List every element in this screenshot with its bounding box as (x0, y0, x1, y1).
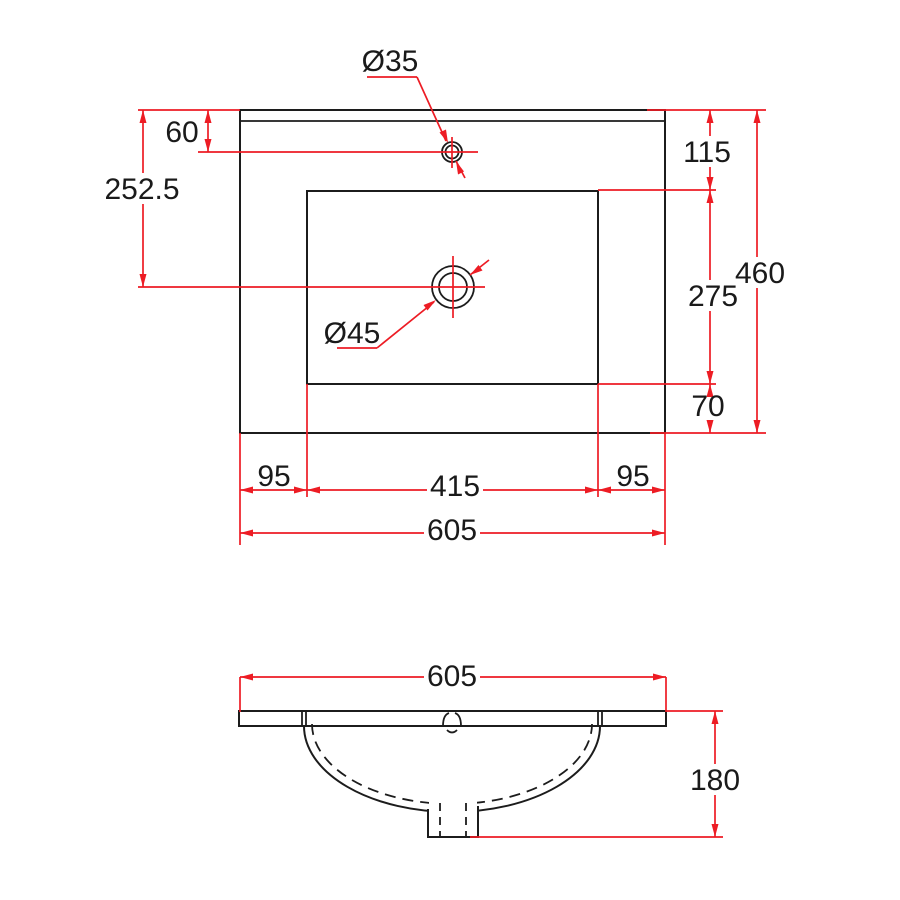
label-basin-right-offset: 95 (616, 460, 649, 493)
label-basin-width: 415 (430, 470, 480, 503)
elev-faucet-arc-left (442, 712, 450, 727)
label-overall-height-elev: 180 (690, 764, 740, 797)
plan-countertop-outline (239, 109, 666, 434)
dimension-arrowheads (139, 110, 761, 837)
label-drain-from-rear: 252.5 (104, 173, 179, 206)
elev-faucet-arc-right (454, 712, 462, 727)
elev-drain-mask (429, 794, 477, 836)
elevation-dimension-lines (239, 676, 723, 838)
label-faucet-diameter: Ø35 (362, 45, 419, 78)
label-faucet-from-rear: 60 (165, 116, 198, 149)
leader-d45-diagonal (376, 301, 435, 349)
elev-bowl-inner-profile-hidden (311, 723, 593, 805)
label-rear-to-basin: 115 (683, 136, 731, 169)
label-drain-diameter: Ø45 (324, 317, 381, 350)
label-overall-width-plan: 605 (427, 514, 477, 547)
elevation-geometry (238, 710, 667, 838)
elev-faucet-arc-under (446, 729, 458, 734)
dimension-labels: Ø35 60 252.5 115 460 275 Ø45 70 95 415 9… (104, 45, 785, 797)
label-basin-left-offset: 95 (257, 460, 290, 493)
label-overall-depth: 460 (735, 257, 785, 290)
label-basin-depth: 275 (688, 280, 738, 313)
leader-d35-diagonal (416, 76, 447, 142)
label-overall-width-elev: 605 (427, 660, 477, 693)
label-basin-to-front: 70 (691, 390, 724, 423)
label-gap-masks (101, 136, 787, 795)
